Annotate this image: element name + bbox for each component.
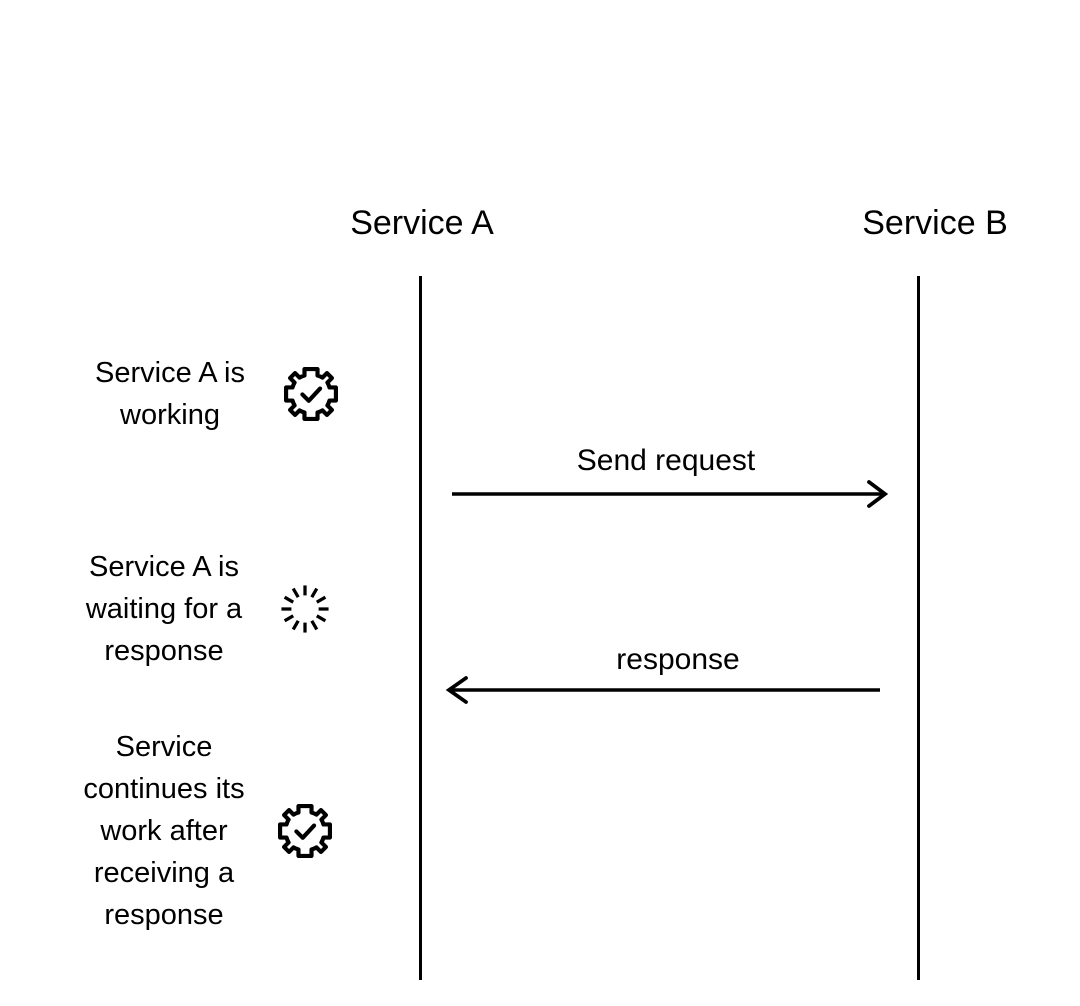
annotation-text: Service A is waiting for a response bbox=[85, 551, 243, 667]
annotation-text: Service A is working bbox=[95, 357, 245, 431]
message-arrow-response bbox=[445, 676, 880, 704]
message-label-response: response bbox=[616, 643, 740, 676]
annotation-service-a-waiting: Service A is waiting for a response bbox=[58, 546, 336, 672]
participant-label-service-a: Service A bbox=[350, 204, 494, 242]
annotation-service-a-working: Service A is working bbox=[64, 352, 342, 436]
gear-check-icon bbox=[280, 365, 342, 423]
message-label-send-request: Send request bbox=[576, 444, 756, 477]
annotation-text: Service continues its work after receivi… bbox=[83, 731, 245, 931]
message-arrow-send-request bbox=[452, 480, 889, 508]
annotation-service-continues: Service continues its work after receivi… bbox=[58, 726, 336, 936]
loading-spinner-icon bbox=[274, 580, 336, 638]
lifeline-service-b bbox=[917, 276, 920, 980]
lifeline-service-a bbox=[419, 276, 422, 980]
gear-check-icon bbox=[274, 802, 336, 860]
participant-label-service-b: Service B bbox=[862, 204, 1008, 242]
